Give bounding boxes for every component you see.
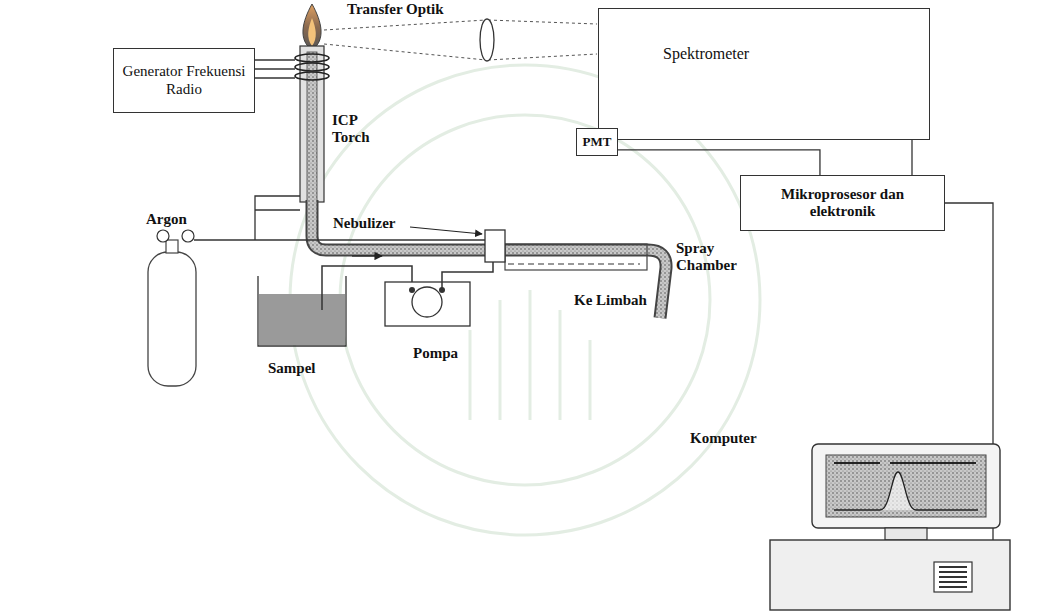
spray-chamber [505, 244, 647, 270]
drive-panel [934, 562, 972, 592]
signal-wire [911, 140, 912, 175]
node-text: Mikroprosesor dan elektronik [749, 186, 936, 221]
waste-label: Ke Limbah [574, 292, 647, 309]
gas-line [194, 196, 485, 240]
cylinder-neck [166, 240, 178, 253]
signal-wire [618, 150, 820, 175]
spectrometer-box: Spektrometer [598, 8, 930, 140]
spectrum-peak [834, 472, 978, 510]
monitor-stand [885, 528, 927, 540]
optical-path [324, 20, 597, 60]
lens [480, 19, 494, 61]
valve-knob [182, 230, 194, 242]
drive-slots [939, 567, 967, 587]
pump-label: Pompa [413, 345, 458, 362]
processor-box: Mikroprosesor dan elektronik [740, 175, 945, 231]
torch-label: ICP Torch [332, 112, 380, 147]
optics-label: Transfer Optik [347, 1, 444, 18]
sample-label: Sampel [268, 360, 316, 377]
nebulizer-label: Nebulizer [333, 215, 395, 232]
nebulizer [485, 230, 505, 262]
sample-liquid [259, 294, 345, 345]
pump-box [385, 282, 470, 326]
screen-text-lines [834, 462, 976, 464]
screen [826, 455, 986, 517]
generator-box: Generator Frekuensi Radio [113, 48, 255, 113]
chamber-inner-tube [508, 263, 640, 264]
monitor [812, 444, 1000, 528]
computer-base [770, 540, 1010, 610]
node-text: PMT [580, 135, 614, 150]
computer-label: Komputer [690, 430, 757, 447]
leader-line [410, 227, 482, 234]
argon-cylinder [148, 252, 196, 386]
rf-wire [255, 60, 295, 78]
aerosol-tube-fill [312, 200, 666, 318]
plasma-core [308, 18, 316, 46]
pump-rotor [412, 287, 442, 317]
pump-tube [442, 262, 493, 290]
node-text: Generator Frekuensi Radio [120, 63, 248, 98]
detector-box: PMT [576, 128, 618, 156]
aerosol-tube [312, 200, 666, 318]
valve-knob [157, 230, 169, 242]
torch-injector [307, 52, 317, 202]
node-text: Spektrometer [663, 45, 919, 63]
flow-arrow [352, 255, 382, 256]
pump-port [409, 287, 415, 293]
gas-label: Argon [146, 211, 187, 228]
torch-tube [300, 46, 324, 202]
rf-coil [295, 54, 329, 80]
beaker [258, 276, 346, 346]
chamber-label: Spray Chamber [676, 240, 750, 275]
plasma-flame [303, 4, 321, 50]
